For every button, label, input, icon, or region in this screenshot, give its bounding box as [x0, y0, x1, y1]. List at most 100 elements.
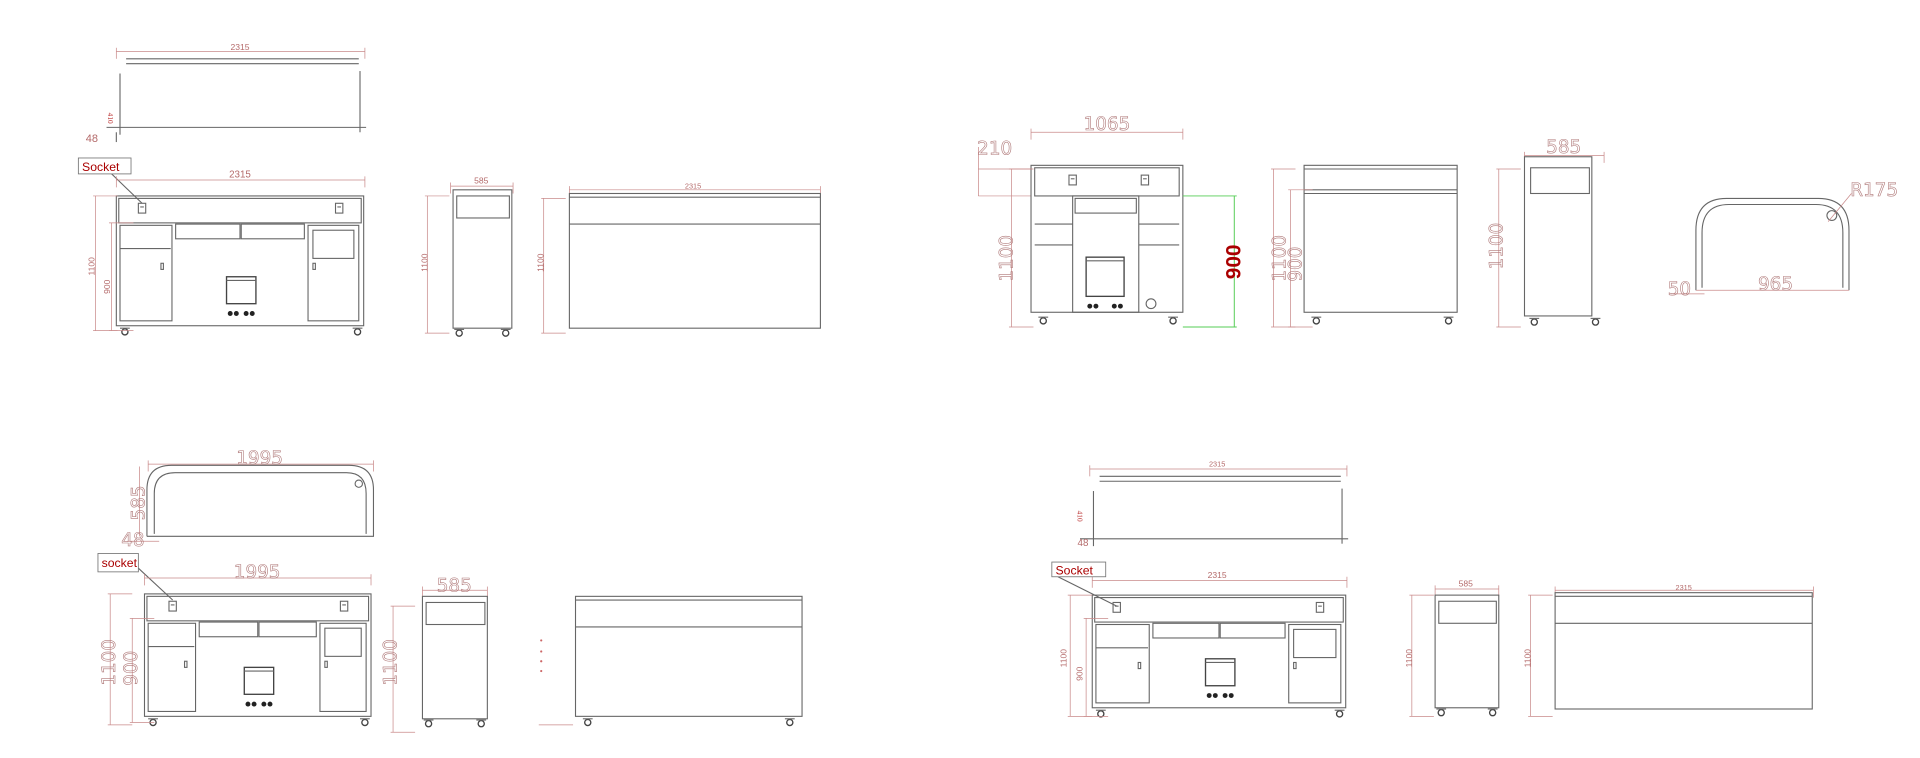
- dim-front-lower: 900: [1074, 666, 1084, 681]
- c-top-plan-inner: [153, 472, 367, 534]
- dim-front-height: 1100: [1059, 649, 1069, 668]
- machine-wheel-icon: [251, 701, 257, 707]
- c-socket-leader: [137, 567, 174, 601]
- dim-side-width: 585: [437, 575, 472, 596]
- dim-top-depth: 410: [1076, 511, 1085, 522]
- dim-top-edge: 48: [86, 133, 98, 145]
- dim-front-lower: 900: [102, 279, 112, 294]
- d-front-socket-band: [1094, 597, 1344, 623]
- b-front-body: [1030, 164, 1184, 313]
- a-front-right-panel: [312, 229, 355, 259]
- d-front-right-door: [1288, 623, 1342, 704]
- dim-front-width: 2315: [229, 170, 251, 181]
- dim-plan-width: 965: [1758, 274, 1793, 295]
- caster-wheel-icon: [455, 329, 463, 337]
- dim-top-edge: 48: [1078, 538, 1089, 549]
- machine-unit: [1204, 658, 1236, 687]
- d-front-left-door: [1095, 623, 1150, 704]
- socket-icon: [339, 600, 349, 612]
- dim-top-width: 2315: [1209, 460, 1225, 469]
- caster-wheel-icon: [1591, 318, 1600, 326]
- machine-wheel-icon: [1212, 693, 1218, 698]
- c-back-body: [574, 595, 803, 717]
- b-plan-inner: [1701, 203, 1844, 288]
- machine-wheel-icon: [1111, 303, 1117, 309]
- dim-front-height: 1100: [99, 639, 120, 686]
- a-front-handle-icon: [312, 262, 316, 270]
- socket-callout: socket: [102, 556, 138, 570]
- socket-icon: [334, 202, 344, 214]
- socket-icon: [137, 202, 147, 214]
- b-plan-outline: [1695, 197, 1850, 291]
- socket-icon: [1068, 174, 1077, 186]
- dim-top-width: 1995: [236, 448, 283, 469]
- caster-wheel-icon: [353, 328, 362, 336]
- a-side-drawer: [456, 195, 510, 219]
- dim-top-depth: 410: [106, 113, 115, 124]
- caster-wheel-icon: [361, 718, 369, 727]
- b-radius-leader: [1827, 193, 1852, 222]
- caster-wheel-icon: [1437, 708, 1445, 717]
- b-side2-body: [1523, 156, 1593, 317]
- socket-callout: Socket: [82, 160, 120, 174]
- b-side2-drawer: [1530, 167, 1590, 195]
- dim-side2-width: 585: [1546, 137, 1581, 158]
- machine-wheel-icon: [243, 311, 249, 316]
- dim-top-depth: 585: [128, 485, 149, 520]
- machine-wheel-icon: [1087, 303, 1093, 309]
- c-front-drawer: [198, 621, 259, 638]
- machine-wheel-icon: [267, 701, 273, 707]
- a-back-body: [568, 192, 821, 329]
- b-round-port: [1145, 298, 1157, 310]
- machine-wheel-icon: [227, 311, 233, 316]
- c-front-left-door: [147, 622, 197, 712]
- d-front-drawer: [1152, 622, 1220, 639]
- view-b-labels: 1065 210 1100 900 1100 900 585 1100 R175…: [977, 114, 1898, 301]
- b-plan-hole: [1826, 210, 1838, 221]
- socket-icon: [1315, 601, 1325, 613]
- socket-callout-box: [97, 553, 139, 573]
- a-front-drawer: [175, 223, 241, 240]
- machine-wheel-icon: [1093, 303, 1099, 309]
- dim-lower-highlight: 900: [1222, 245, 1245, 280]
- c-side-body: [421, 595, 488, 720]
- socket-icon: [1112, 601, 1121, 613]
- c-front-right-door: [319, 622, 367, 712]
- dim-front-lower: 900: [121, 651, 142, 686]
- caster-wheel-icon: [1488, 708, 1497, 717]
- dim-top-width: 2315: [230, 42, 249, 52]
- a-front-left-door: [119, 224, 173, 322]
- caster-wheel-icon: [477, 719, 485, 728]
- machine-wheel-icon: [249, 311, 255, 316]
- caster-wheel-icon: [121, 328, 129, 336]
- a-front-body: [115, 195, 365, 327]
- machine-wheel-icon: [1206, 693, 1212, 698]
- b-front-drawer: [1074, 197, 1137, 214]
- c-marker-dot: [540, 650, 543, 653]
- machine-unit: [243, 666, 275, 695]
- d-back-body: [1554, 592, 1813, 710]
- dim-top-edge: 48: [121, 530, 144, 551]
- caster-wheel-icon: [1444, 317, 1453, 325]
- caster-wheel-icon: [1039, 317, 1047, 325]
- drawing-geometry: [93, 47, 1852, 733]
- dim-back-height: 1100: [1523, 649, 1533, 668]
- b-socket-band: [1034, 167, 1180, 197]
- socket-callout-box: [1051, 561, 1107, 578]
- socket-icon: [168, 600, 177, 612]
- d-side-body: [1434, 594, 1500, 709]
- b-side-body: [1303, 164, 1458, 313]
- c-plan-hole: [354, 479, 363, 488]
- dim-plan-edge: 50: [1668, 279, 1691, 300]
- machine-wheel-icon: [1117, 303, 1123, 309]
- view-d-labels: 2315 410 48 Socket 2315 1100 900 585 110…: [1051, 460, 1692, 681]
- d-front-right-panel: [1293, 628, 1337, 659]
- c-front-socket-band: [146, 595, 370, 622]
- c-front-right-panel: [324, 627, 362, 657]
- c-marker-dot: [540, 660, 543, 663]
- caster-wheel-icon: [501, 329, 510, 337]
- c-top-plan: [146, 464, 375, 537]
- dim-side2-height: 1100: [1486, 223, 1507, 270]
- dim-plan-radius: R175: [1850, 180, 1898, 201]
